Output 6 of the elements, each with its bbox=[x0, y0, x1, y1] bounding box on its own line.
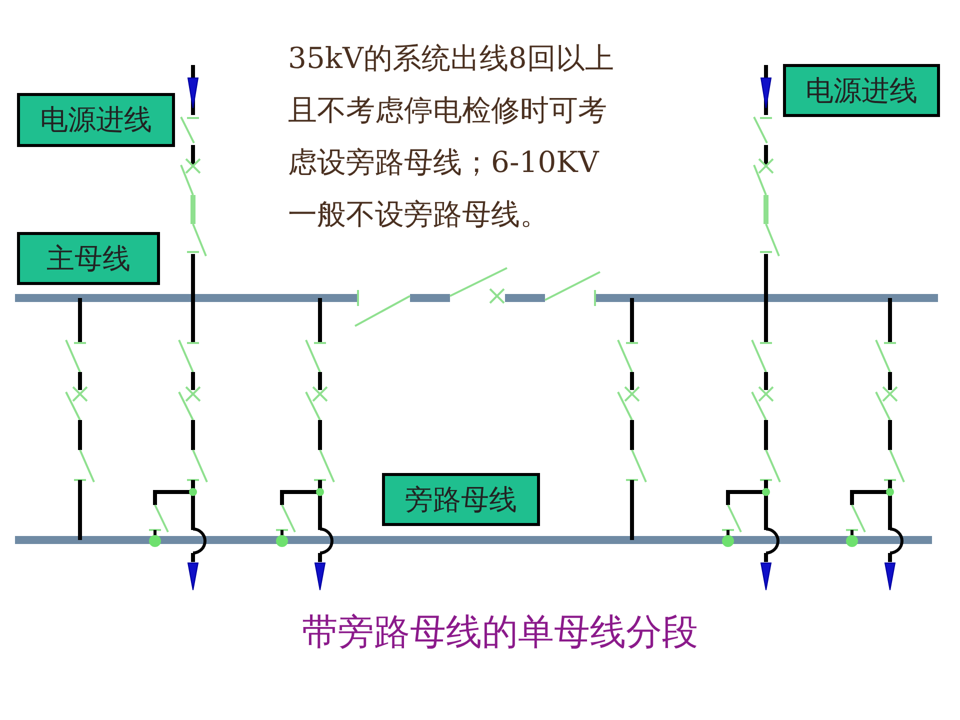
note-text: 35kV的系统出线8回以上且不考虑停电检修时可考虑设旁路母线；6-10KV一般不设旁路母线。 bbox=[288, 40, 615, 233]
caption-text: 带旁路母线的单母线分段 bbox=[301, 611, 699, 655]
label-box: 电源进线 bbox=[17, 93, 175, 147]
label-box: 电源进线 bbox=[783, 64, 940, 117]
label-box: 旁路母线 bbox=[382, 473, 540, 526]
label-box: 主母线 bbox=[17, 232, 160, 285]
